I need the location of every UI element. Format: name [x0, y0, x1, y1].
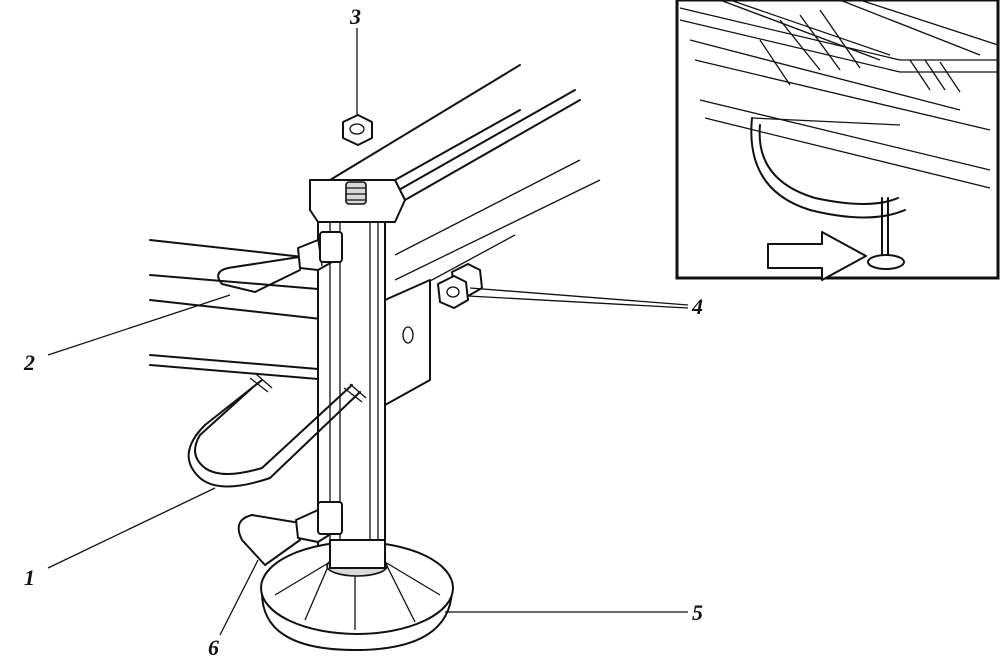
callout-5: 5	[692, 600, 703, 625]
frame-rails	[149, 64, 601, 381]
callout-3: 3	[349, 4, 361, 29]
leader-lines	[47, 28, 689, 636]
callout-6: 6	[208, 635, 219, 660]
inset-view	[675, 0, 1000, 281]
base-plate	[260, 539, 454, 651]
callout-1: 1	[24, 565, 35, 590]
hex-nuts-pair	[437, 263, 483, 309]
u-bolt	[187, 373, 367, 488]
hook-bolt-upper	[217, 231, 343, 293]
hex-nut-top	[342, 114, 373, 146]
hook-bolt-lower	[237, 501, 343, 566]
callout-2: 2	[23, 350, 35, 375]
support-leg-tube	[309, 99, 581, 563]
callout-4: 4	[691, 294, 703, 319]
